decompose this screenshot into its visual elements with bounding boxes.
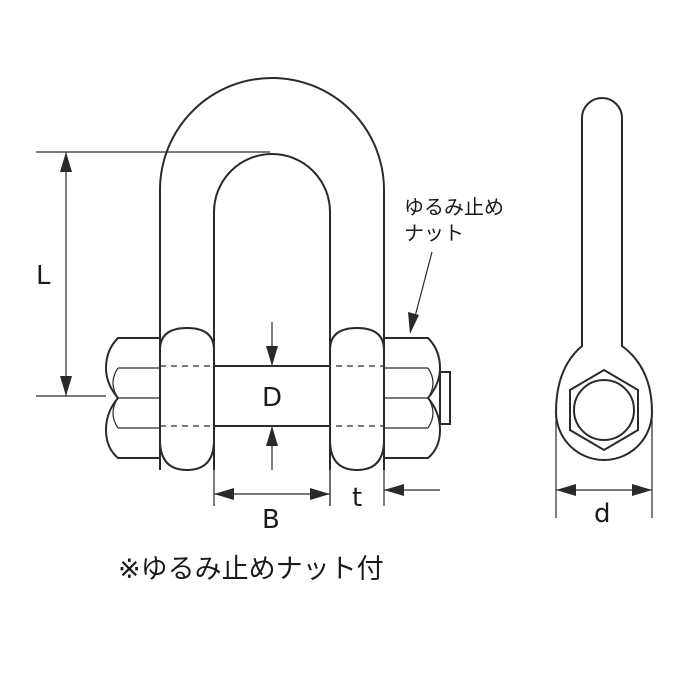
side-view-pin-circle	[573, 379, 635, 441]
right-leg-bottom	[329, 439, 385, 472]
left-eye-bulge	[159, 326, 215, 351]
callout-line-1: ゆるみ止め	[404, 195, 504, 219]
dimension-D: D	[262, 322, 282, 470]
L-arrow-bottom	[60, 376, 72, 396]
side-view	[554, 97, 654, 461]
side-view-hex-nut	[569, 368, 639, 452]
dimension-d: d	[555, 412, 653, 529]
shackle-body	[159, 77, 385, 472]
dimension-t: t	[329, 470, 440, 513]
D-arrow-bottom	[266, 426, 278, 446]
B-arrow-left	[214, 488, 234, 500]
nut-chamfer	[427, 367, 434, 429]
D-label: D	[262, 383, 282, 413]
dimension-L: L	[36, 151, 270, 397]
d-arrow-left	[556, 484, 576, 496]
t-label: t	[352, 483, 362, 513]
left-head-chamfer	[112, 367, 119, 429]
L-arrow-top	[60, 152, 72, 172]
right-eye-bulge	[329, 326, 385, 351]
dimension-B: B	[213, 470, 331, 535]
lock-nut-callout: ゆるみ止め ナット	[404, 195, 504, 334]
note-text: ※ゆるみ止めナット付	[118, 554, 384, 585]
callout-line-2: ナット	[404, 221, 464, 245]
d-label: d	[594, 499, 611, 529]
shackle-inner-outline	[213, 153, 331, 470]
B-arrow-right	[310, 488, 330, 500]
L-label: L	[36, 261, 51, 291]
left-pin-head	[104, 337, 161, 459]
D-arrow-top	[266, 346, 278, 366]
left-leg-bottom	[159, 439, 215, 472]
callout-arrow	[408, 312, 419, 334]
shackle-outer-outline	[159, 77, 385, 470]
lock-nut	[383, 337, 451, 459]
pin-tip	[439, 371, 451, 425]
B-label: B	[262, 505, 280, 535]
d-arrow-right	[632, 484, 652, 496]
t-arrow-right	[384, 484, 404, 496]
